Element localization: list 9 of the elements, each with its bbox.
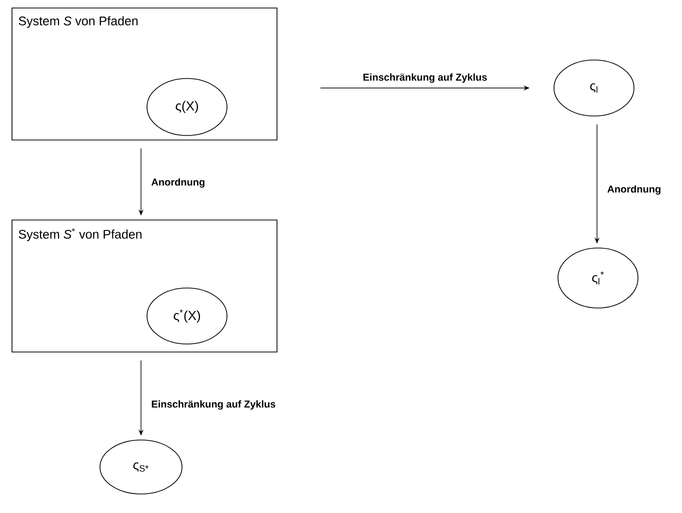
edge-label: Einschränkung auf Zyklus — [362, 72, 488, 84]
ellipse-node: ς(X) — [146, 78, 228, 136]
ellipse-node: ς$_{l}$* — [558, 248, 638, 308]
edge-label: Anordnung — [150, 177, 206, 189]
edge-label: Anordnung — [606, 184, 662, 196]
ellipse-node: ς$^{*}$(X) — [146, 288, 228, 344]
edge-label: Einschränkung auf Zyklus — [150, 399, 277, 411]
ellipse-node: ς$_{l}$ — [554, 60, 634, 116]
ellipse-node: ς$_{S*}$ — [100, 440, 182, 494]
